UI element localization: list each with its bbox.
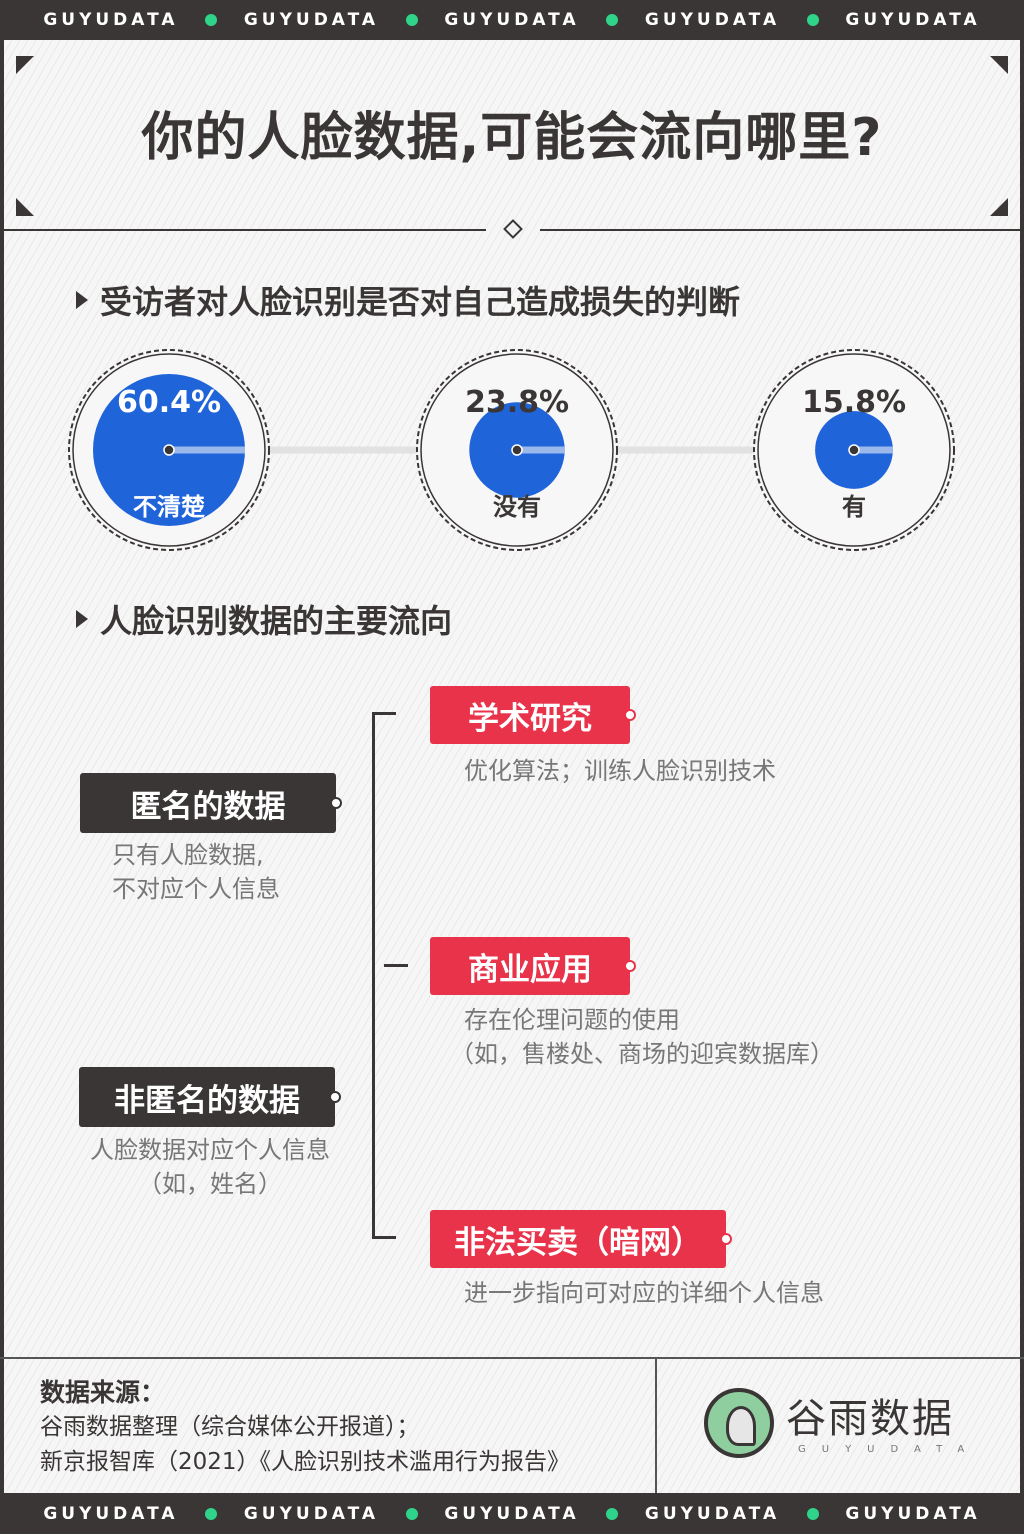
category-label: 不清楚 xyxy=(133,493,205,521)
flow-academic: 学术研究 xyxy=(430,686,636,744)
dot-icon xyxy=(405,1507,418,1520)
section-heading-text: 受访者对人脸识别是否对自己造成损失的判断 xyxy=(100,283,741,321)
bubble-chart: 60.4% 不清楚 23.8% 没有 15.8% 有 xyxy=(68,349,955,551)
source-line: 新京报智库（2021）《人脸识别技术滥用行为报告》 xyxy=(40,1449,571,1475)
bottom-banner: GUYUDATA GUYUDATA GUYUDATA GUYUDATA GUYU… xyxy=(0,1493,1024,1534)
value-label: 60.4% xyxy=(117,385,221,420)
divider xyxy=(4,229,486,231)
source-desc: 只有人脸数据, 不对应个人信息 xyxy=(112,838,280,906)
flow-desc: 存在伦理问题的使用 （如，售楼处、商场的迎宾数据库） xyxy=(450,1003,834,1071)
inner-ring xyxy=(72,353,266,547)
banner-text: GUYUDATA xyxy=(444,10,580,30)
flow-commercial: 商业应用 xyxy=(430,937,636,995)
corner-icon xyxy=(16,56,34,74)
frame xyxy=(0,40,1024,1493)
triangle-icon xyxy=(76,610,88,628)
source-line: 谷雨数据整理（综合媒体公开报道）； xyxy=(40,1414,420,1440)
desc-line: （如，姓名） xyxy=(138,1170,282,1198)
bird-logo-icon xyxy=(704,1388,774,1458)
flow-illegal-trade: 非法买卖（暗网） xyxy=(430,1210,732,1268)
desc-line: （如，售楼处、商场的迎宾数据库） xyxy=(450,1040,834,1068)
dot-icon xyxy=(806,1507,819,1520)
center-dot xyxy=(511,444,523,456)
connector-dot xyxy=(624,709,636,721)
data-source: 数据来源： 谷雨数据整理（综合媒体公开报道）； 新京报智库（2021）《人脸识别… xyxy=(40,1375,570,1480)
banner-text: GUYUDATA xyxy=(43,1503,179,1524)
banner-text: GUYUDATA xyxy=(644,1503,781,1524)
dot-icon xyxy=(606,14,619,26)
flow-desc: 进一步指向可对应的详细个人信息 xyxy=(464,1276,824,1310)
value-label: 15.8% xyxy=(802,385,906,420)
source-label: 匿名的数据 xyxy=(130,788,286,825)
source-heading: 数据来源： xyxy=(40,1378,166,1407)
source-desc: 人脸数据对应个人信息 （如，姓名） xyxy=(70,1133,350,1201)
source-label: 非匿名的数据 xyxy=(114,1082,300,1119)
logo-text: 谷雨数据 xyxy=(786,1396,954,1442)
banner-text: GUYUDATA xyxy=(243,10,380,30)
flow-label: 商业应用 xyxy=(468,951,592,988)
footer-divider xyxy=(655,1357,657,1493)
connector-dot xyxy=(329,1091,341,1103)
desc-line: 不对应个人信息 xyxy=(112,875,280,903)
inner-ring xyxy=(420,353,614,547)
dot-icon xyxy=(205,1507,218,1520)
banner-text: GUYUDATA xyxy=(444,1503,580,1524)
divider xyxy=(540,229,1020,231)
page-title: 你的人脸数据,可能会流向哪里? xyxy=(141,108,883,168)
value-label: 23.8% xyxy=(465,385,569,420)
section-heading-text: 人脸识别数据的主要流向 xyxy=(100,602,453,640)
flow-label: 学术研究 xyxy=(468,700,592,737)
banner-text: GUYUDATA xyxy=(43,10,179,30)
bracket-tick xyxy=(384,964,408,967)
bird-shape xyxy=(726,1406,756,1446)
banner-text: GUYUDATA xyxy=(243,1503,380,1524)
logo-subtext: GUYUDATA xyxy=(798,1444,981,1455)
banner-text: GUYUDATA xyxy=(845,1503,981,1524)
category-label: 没有 xyxy=(493,493,541,521)
inner-ring xyxy=(757,353,951,547)
triangle-icon xyxy=(76,291,88,309)
connector-dot xyxy=(330,797,342,809)
footer xyxy=(0,1357,1024,1493)
connector-dot xyxy=(624,960,636,972)
flow-desc: 优化算法；训练人脸识别技术 xyxy=(464,754,776,788)
desc-line: 进一步指向可对应的详细个人信息 xyxy=(464,1279,824,1307)
corner-icon xyxy=(990,56,1008,74)
source-anonymous: 匿名的数据 xyxy=(80,773,342,833)
bracket xyxy=(372,712,396,1239)
dot-icon xyxy=(205,14,218,26)
source-identified: 非匿名的数据 xyxy=(79,1067,341,1127)
section-heading: 人脸识别数据的主要流向 xyxy=(76,596,452,642)
center-dot xyxy=(848,444,860,456)
center-dot xyxy=(163,444,175,456)
top-banner: GUYUDATA GUYUDATA GUYUDATA GUYUDATA GUYU… xyxy=(0,0,1024,40)
desc-line: 只有人脸数据, xyxy=(112,841,264,869)
desc-line: 优化算法；训练人脸识别技术 xyxy=(464,757,776,785)
category-label: 有 xyxy=(842,493,866,521)
desc-line: 人脸数据对应个人信息 xyxy=(90,1136,330,1164)
banner-text: GUYUDATA xyxy=(845,10,981,30)
connector-dot xyxy=(720,1233,732,1245)
dot-icon xyxy=(806,14,819,26)
flow-label: 非法买卖（暗网） xyxy=(454,1224,702,1261)
corner-icon xyxy=(16,198,34,216)
dot-icon xyxy=(405,14,418,26)
corner-icon xyxy=(990,198,1008,216)
desc-line: 存在伦理问题的使用 xyxy=(464,1006,680,1034)
dot-icon xyxy=(606,1507,619,1520)
banner-text: GUYUDATA xyxy=(644,10,781,30)
section-heading: 受访者对人脸识别是否对自己造成损失的判断 xyxy=(76,277,740,323)
